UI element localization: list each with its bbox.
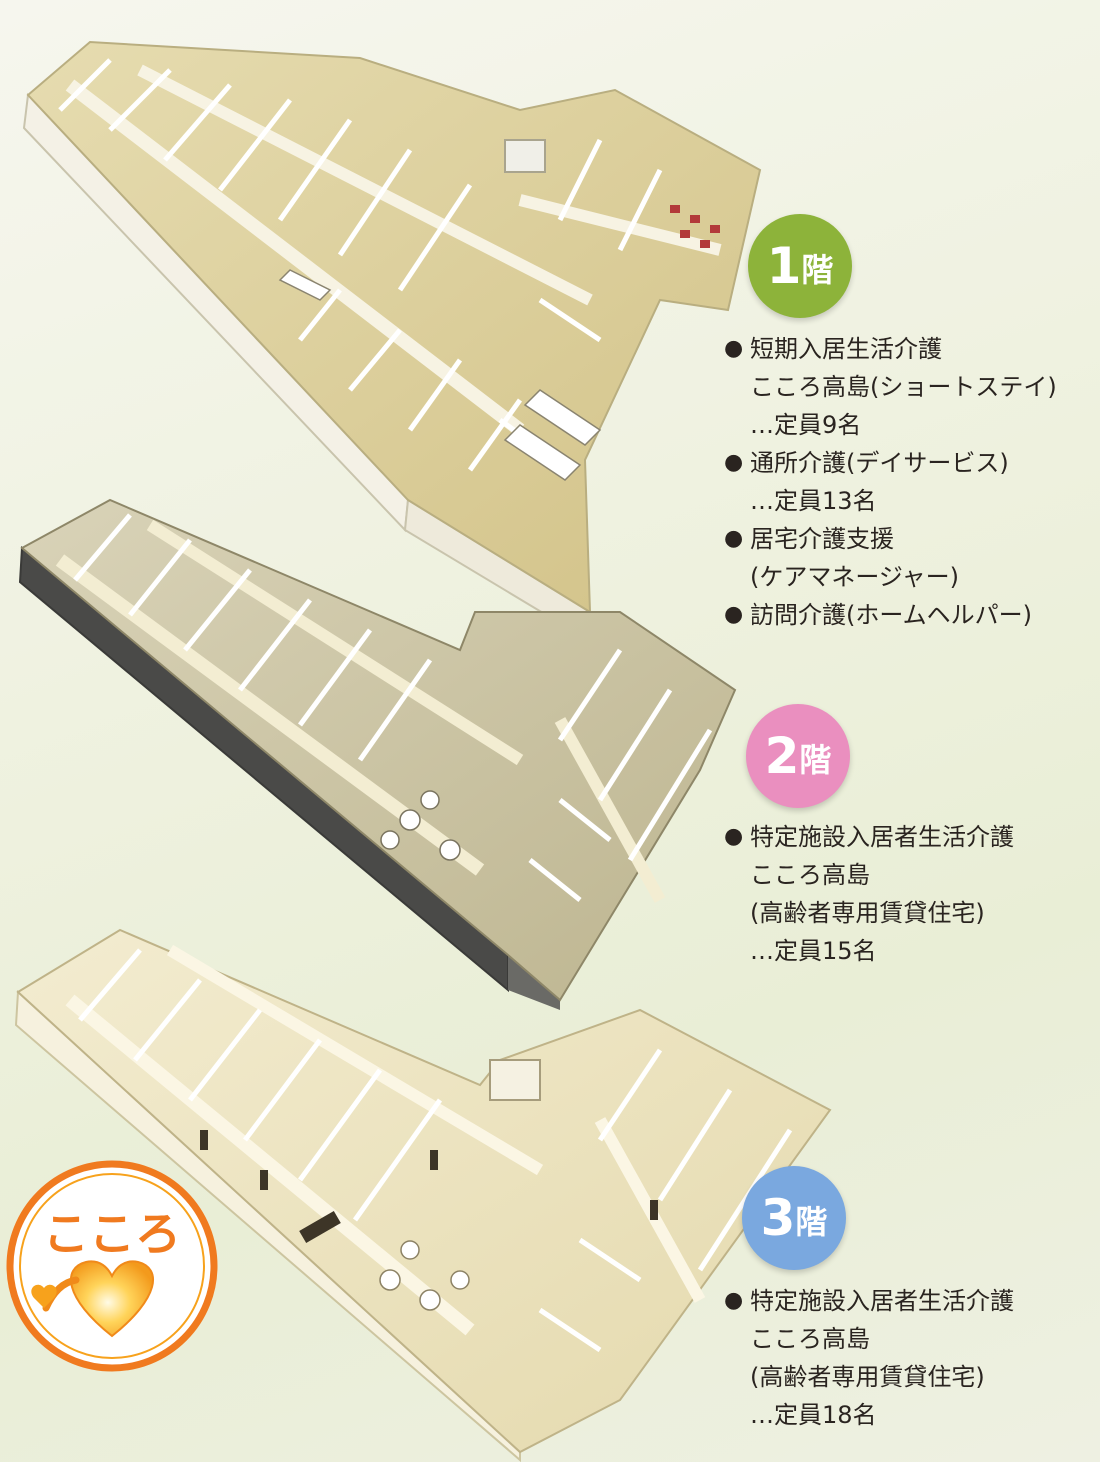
floor-3-number: 3: [760, 1189, 796, 1247]
service-name: 短期入居生活介護: [750, 335, 942, 363]
service-capacity: …定員9名: [750, 411, 862, 439]
floor-2-number: 2: [764, 727, 800, 785]
service-capacity: …定員15名: [750, 937, 877, 965]
floor-2-service-residential-care: 特定施設入居者生活介護 こころ高島 (高齢者専用賃貸住宅) …定員15名: [724, 818, 1014, 970]
service-capacity: …定員18名: [750, 1401, 877, 1429]
service-facility: こころ高島: [750, 1325, 870, 1353]
service-name: 居宅介護支援: [750, 525, 894, 553]
floor-1-service-home-helper: 訪問介護(ホームヘルパー): [724, 596, 1057, 634]
floor-1-service-day-service: 通所介護(デイサービス) …定員13名: [724, 444, 1057, 520]
floor-1-service-care-manager: 居宅介護支援 (ケアマネージャー): [724, 520, 1057, 596]
service-facility: こころ高島(ショートステイ): [750, 373, 1057, 401]
service-note: (高齢者専用賃貸住宅): [750, 1363, 985, 1391]
floor-1-badge: 1 階: [748, 214, 852, 318]
service-name: 訪問介護(ホームヘルパー): [750, 601, 1033, 629]
floor-2-plan: [18, 498, 737, 1010]
floor-2-badge: 2 階: [746, 704, 850, 808]
kokoro-logo: こころ: [6, 1160, 218, 1372]
floor-1-services: 短期入居生活介護 こころ高島(ショートステイ) …定員9名 通所介護(デイサービ…: [724, 330, 1057, 634]
service-name: 通所介護(デイサービス): [750, 449, 1009, 477]
logo-ring: [6, 1160, 218, 1372]
service-name: 特定施設入居者生活介護: [750, 823, 1014, 851]
service-note: (ケアマネージャー): [750, 563, 960, 591]
service-note: (高齢者専用賃貸住宅): [750, 899, 985, 927]
small-heart-icon: [31, 1284, 57, 1308]
floor-3-badge: 3 階: [742, 1166, 846, 1270]
logo-text: こころ: [43, 1207, 181, 1261]
floor-3-suffix: 階: [795, 1203, 828, 1241]
service-capacity: …定員13名: [750, 487, 877, 515]
floor-1-service-short-stay: 短期入居生活介護 こころ高島(ショートステイ) …定員9名: [724, 330, 1057, 444]
floor-2-suffix: 階: [799, 741, 832, 779]
floor-1-plan: [22, 40, 762, 642]
service-facility: こころ高島: [750, 861, 870, 889]
floor-1-number: 1: [766, 237, 802, 295]
floor-2-services: 特定施設入居者生活介護 こころ高島 (高齢者専用賃貸住宅) …定員15名: [724, 818, 1014, 970]
floor-3-services: 特定施設入居者生活介護 こころ高島 (高齢者専用賃貸住宅) …定員18名: [724, 1282, 1014, 1434]
service-name: 特定施設入居者生活介護: [750, 1287, 1014, 1315]
floor-3-service-residential-care: 特定施設入居者生活介護 こころ高島 (高齢者専用賃貸住宅) …定員18名: [724, 1282, 1014, 1434]
floor-1-suffix: 階: [801, 251, 834, 289]
